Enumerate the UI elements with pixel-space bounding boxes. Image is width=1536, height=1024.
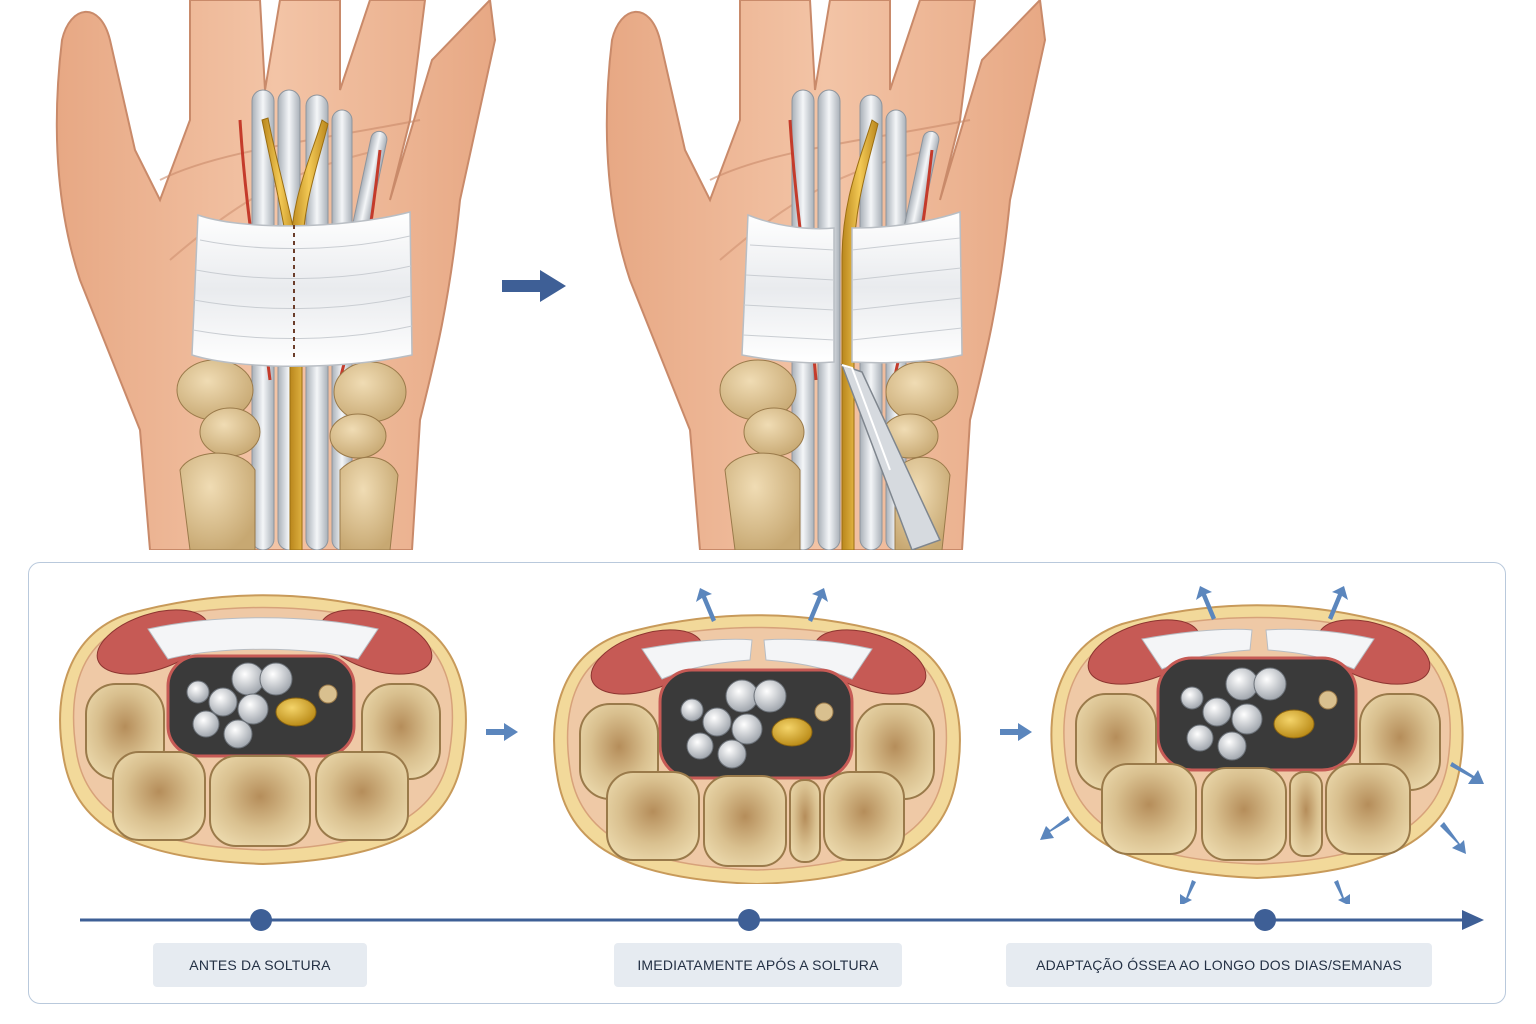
expansion-arrow-icon (1040, 586, 1484, 904)
expansion-arrow-icon (696, 588, 828, 622)
stage-label-immediately-after-release: IMEDIATAMENTE APÓS A SOLTURA (614, 943, 902, 987)
carpal-bones (579, 703, 935, 867)
cross-section-before-release (59, 594, 467, 866)
carpal-bones (1075, 693, 1441, 861)
scalpel-icon (840, 363, 942, 550)
tendon-cross-sections (680, 679, 787, 769)
transverse-carpal-ligament (191, 211, 413, 367)
cross-section-bone-adaptation (1040, 586, 1484, 904)
stage-label-before-release: ANTES DA SOLTURA (153, 943, 367, 987)
timeline-marker-icon (1254, 909, 1276, 931)
carpal-bones (719, 359, 959, 550)
median-nerve-cross-section (771, 717, 813, 747)
arrow-right-icon (486, 723, 518, 741)
tendon-cross-sections (1180, 667, 1287, 761)
median-nerve-cross-section (1273, 709, 1315, 739)
timeline-marker-icon (738, 909, 760, 931)
stage-label-bone-adaptation: ADAPTAÇÃO ÓSSEA AO LONGO DOS DIAS/SEMANA… (1006, 943, 1432, 987)
carpal-bones (176, 359, 407, 550)
tendon-cross-sections (186, 662, 293, 749)
divided-transverse-carpal-ligament (741, 210, 963, 364)
hand-illustration-after-release (605, 0, 1047, 550)
carpal-bones (85, 683, 441, 847)
hand-illustration-before-release (55, 0, 497, 550)
timeline-marker-icon (250, 909, 272, 931)
median-nerve-cross-section (275, 697, 317, 727)
cross-section-immediately-after-release (553, 588, 961, 884)
timeline (80, 909, 1484, 931)
arrow-right-icon (502, 270, 566, 302)
arrow-right-icon (1000, 723, 1032, 741)
